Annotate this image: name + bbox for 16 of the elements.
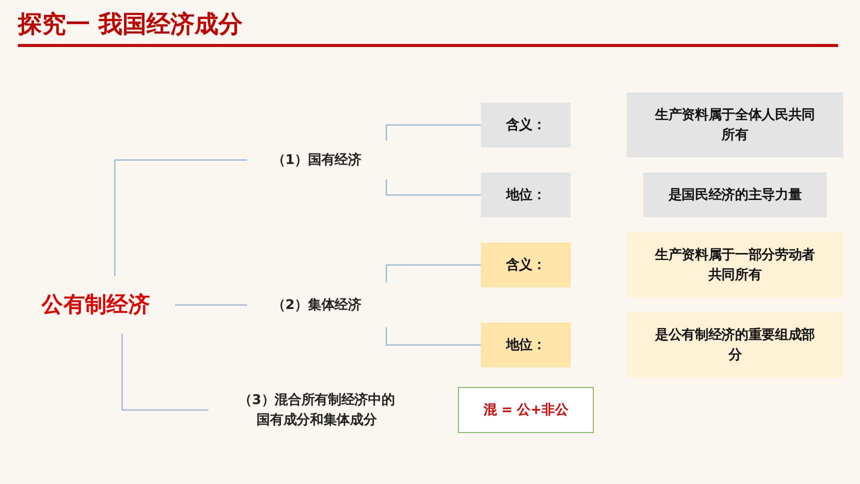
node-box: 生产资料属于一部分劳动者共同所有 [626,232,844,298]
node-text: （1）国有经济 [272,152,362,168]
node-box: 含义： [480,242,571,288]
connector [386,124,481,140]
node-text: （2）集体经济 [272,296,362,312]
connector [386,327,481,346]
connector [386,264,481,283]
node-box: 含义： [480,102,571,148]
connector [121,334,208,411]
slide-title: 探究一 我国经济成分 [18,8,838,47]
node-box: 混 = 公+非公 [458,387,594,433]
connector [174,304,248,306]
connector [114,159,248,276]
connector [386,180,481,196]
node-box: 是公有制经济的重要组成部分 [626,312,844,378]
node-text: （3）混合所有制经济中的国有成分和集体成分 [238,392,395,428]
